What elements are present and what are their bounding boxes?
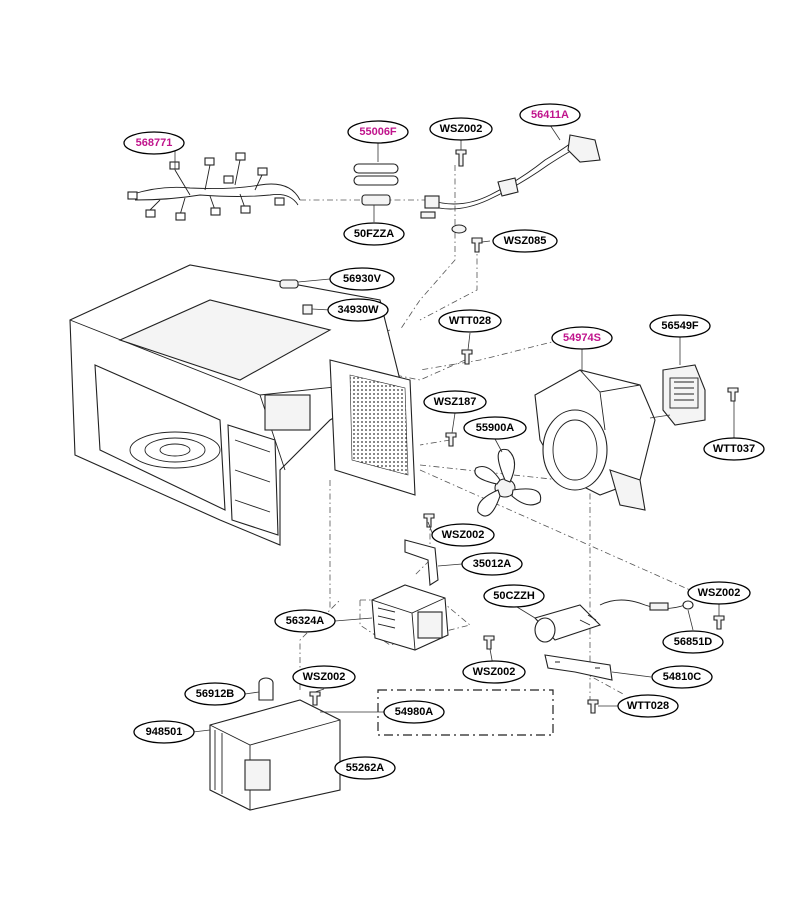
part-number: 56851D bbox=[674, 636, 713, 648]
part-number: WSZ187 bbox=[434, 396, 477, 408]
part-label-WTT028-bottom: WTT028 bbox=[617, 694, 679, 718]
part-label-WSZ002-right: WSZ002 bbox=[687, 581, 751, 605]
part-label-50CZZH: 50CZZH bbox=[483, 584, 545, 608]
capacitor-bracket-drawing bbox=[544, 654, 613, 681]
part-label-56851D: 56851D bbox=[662, 630, 724, 654]
part-number: 56324A bbox=[286, 615, 325, 627]
part-label-56930V: 56930V bbox=[329, 267, 395, 291]
part-label-35012A: 35012A bbox=[461, 552, 523, 576]
part-number: 55900A bbox=[476, 422, 515, 434]
part-number: WSZ002 bbox=[473, 666, 516, 678]
part-number: 56912B bbox=[196, 688, 235, 700]
bracket-drawing bbox=[404, 539, 439, 586]
fan-motor-drawing bbox=[649, 364, 706, 426]
part-number: 54980A bbox=[395, 706, 434, 718]
part-number: 55006F bbox=[359, 126, 397, 138]
part-number: 56930V bbox=[343, 273, 382, 285]
part-label-50FZZA: 50FZZA bbox=[343, 222, 405, 246]
part-label-WSZ085: WSZ085 bbox=[492, 229, 558, 253]
part-label-WTT028-top: WTT028 bbox=[438, 309, 502, 333]
part-number: WTT028 bbox=[627, 700, 669, 712]
part-label-54980A: 54980A bbox=[383, 700, 445, 724]
part-label-568771: 568771 bbox=[123, 131, 185, 155]
capacitor-drawing bbox=[533, 604, 602, 643]
fuse-clip-drawing bbox=[353, 163, 399, 206]
part-number: 50CZZH bbox=[493, 590, 535, 602]
part-label-55900A: 55900A bbox=[463, 416, 527, 440]
part-number: 35012A bbox=[473, 558, 512, 570]
part-label-WSZ002-top: WSZ002 bbox=[429, 117, 493, 141]
part-number: 55262A bbox=[346, 762, 385, 774]
part-label-34930W: 34930W bbox=[327, 298, 389, 322]
part-label-948501: 948501 bbox=[133, 720, 195, 744]
part-label-56324A: 56324A bbox=[274, 609, 336, 633]
part-label-WSZ002-mid: WSZ002 bbox=[431, 523, 495, 547]
oven-cavity-drawing bbox=[69, 264, 401, 546]
part-label-54974S: 54974S bbox=[551, 326, 613, 350]
magnetron-base-drawing bbox=[209, 677, 341, 811]
part-number: 50FZZA bbox=[354, 228, 394, 240]
part-number: 34930W bbox=[338, 304, 380, 316]
part-label-55006F: 55006F bbox=[347, 120, 409, 144]
magnetron-box-outline bbox=[377, 689, 554, 736]
screw-drawings bbox=[309, 149, 739, 714]
fan-duct-drawing bbox=[534, 369, 656, 511]
part-label-56912B: 56912B bbox=[184, 682, 246, 706]
part-number: WTT028 bbox=[449, 315, 491, 327]
vent-panel-drawing bbox=[329, 359, 416, 496]
part-label-WSZ002-lower: WSZ002 bbox=[462, 660, 526, 684]
part-number: WSZ002 bbox=[698, 587, 741, 599]
part-number: WSZ002 bbox=[303, 671, 346, 683]
part-label-WTT037: WTT037 bbox=[703, 437, 765, 461]
part-label-55262A: 55262A bbox=[334, 756, 396, 780]
part-label-56411A: 56411A bbox=[519, 103, 581, 127]
part-number: 56411A bbox=[531, 109, 569, 121]
part-number: 568771 bbox=[136, 137, 173, 149]
transformer-drawing bbox=[371, 584, 449, 651]
part-number: 54810C bbox=[663, 671, 702, 683]
part-number: 56549F bbox=[661, 320, 699, 332]
fan-blade-drawing bbox=[474, 448, 542, 517]
part-label-WSZ002-bottom: WSZ002 bbox=[292, 665, 356, 689]
part-number: WSZ085 bbox=[504, 235, 547, 247]
part-label-54810C: 54810C bbox=[651, 665, 713, 689]
part-label-WSZ187: WSZ187 bbox=[423, 390, 487, 414]
part-number: WSZ002 bbox=[440, 123, 483, 135]
part-number: WTT037 bbox=[713, 443, 755, 455]
power-cord-drawing bbox=[420, 134, 601, 234]
part-number: 54974S bbox=[563, 332, 601, 344]
part-number: WSZ002 bbox=[442, 529, 485, 541]
part-number: 948501 bbox=[146, 726, 183, 738]
diode-drawing bbox=[599, 599, 694, 611]
part-label-56549F: 56549F bbox=[649, 314, 711, 338]
wire-harness-drawing bbox=[127, 152, 301, 221]
